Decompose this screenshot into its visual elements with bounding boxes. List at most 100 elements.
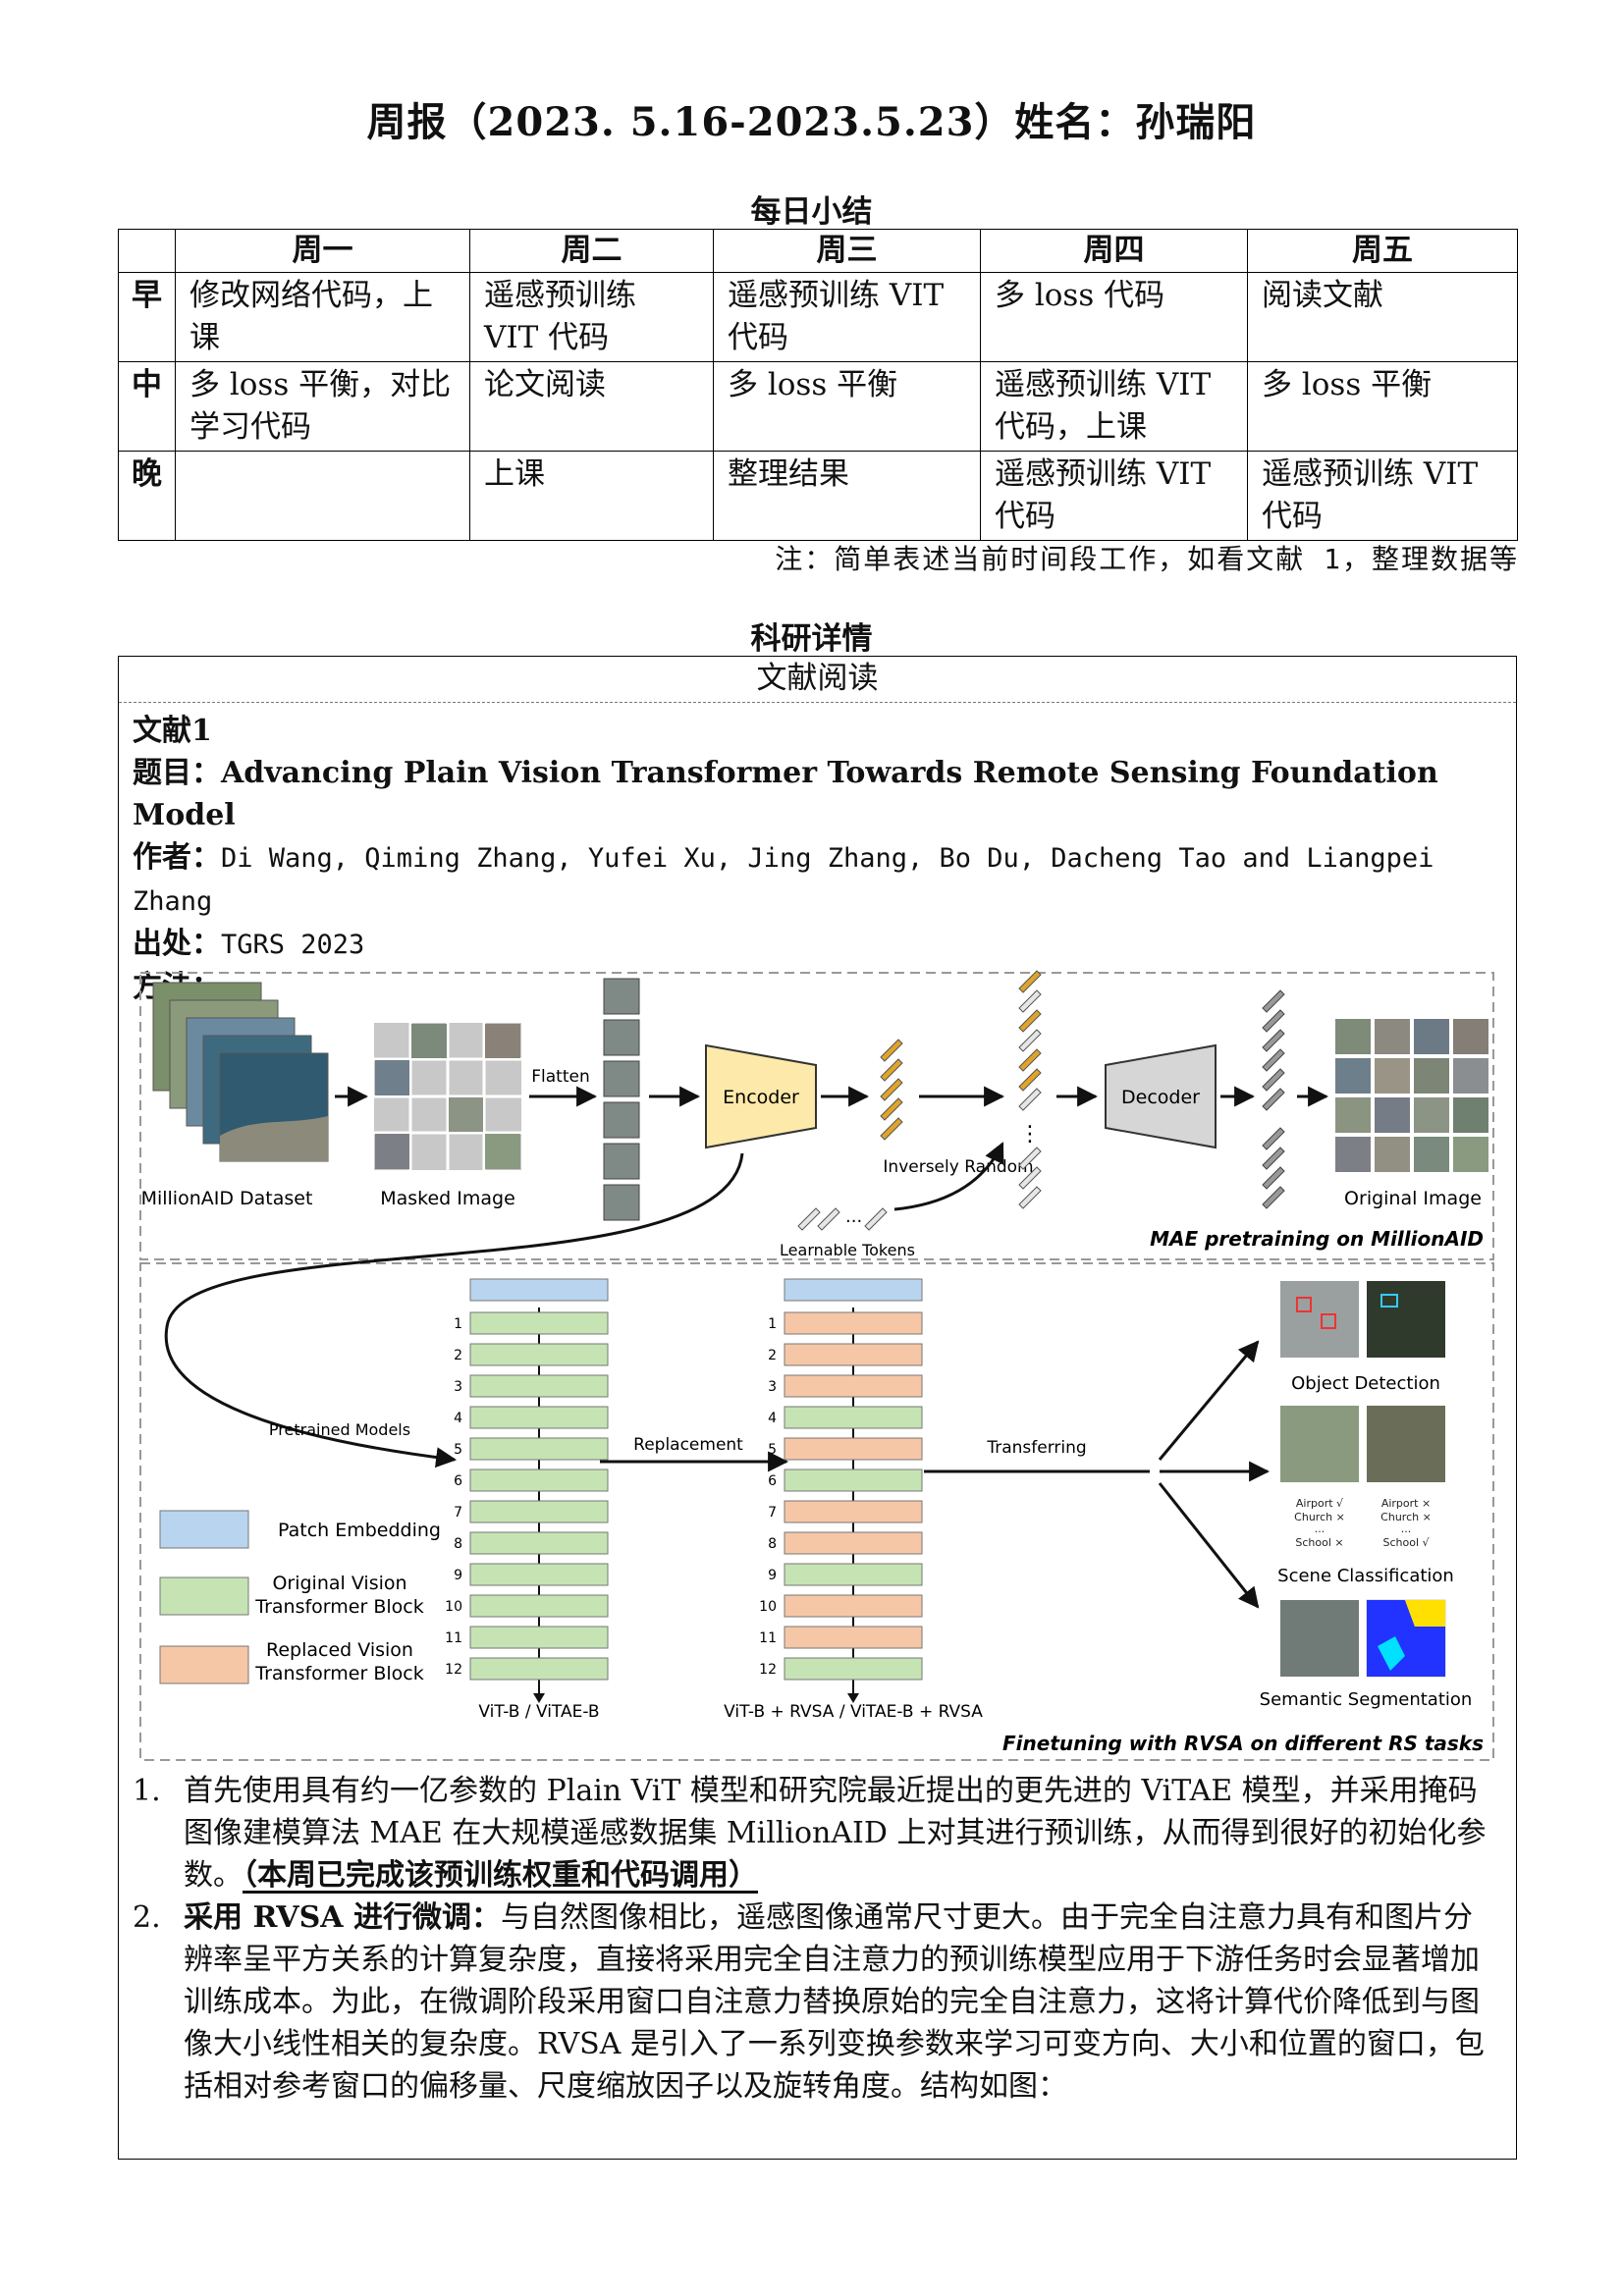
block-number: 2: [768, 1348, 777, 1363]
block-number: 12: [445, 1662, 462, 1678]
original-vit-block: [469, 1468, 609, 1492]
block-number: 6: [454, 1473, 462, 1489]
replaced-vit-block: [784, 1437, 923, 1461]
daily-summary-table: 周一 周二 周三 周四 周五 早 修改网络代码，上课 遥感预训练 VIT 代码 …: [118, 229, 1518, 541]
block-number: 5: [768, 1442, 777, 1458]
research-title: 科研详情: [750, 621, 873, 657]
table-cell: 修改网络代码，上课: [175, 272, 470, 362]
block-number: 1: [768, 1316, 777, 1332]
header-cell: 周二: [469, 229, 714, 273]
legend-replaced-label-2: Transformer Block: [254, 1663, 423, 1684]
paper-source: TGRS 2023: [221, 930, 365, 960]
header-cell: [118, 229, 176, 273]
original-vit-block: [469, 1626, 609, 1649]
block-number: 3: [454, 1379, 462, 1395]
scene-right-1: Airport ×: [1381, 1497, 1431, 1510]
block-number: 5: [454, 1442, 462, 1458]
table-row: 中 多 loss 平衡，对比学习代码 论文阅读 多 loss 平衡 遥感预训练 …: [118, 361, 1518, 452]
decoder-label: Decoder: [1121, 1087, 1200, 1108]
block-number: 6: [768, 1473, 777, 1489]
research-detail-box: 文献阅读 文献1 题目：Advancing Plain Vision Trans…: [118, 656, 1517, 2160]
table-cell: 阅读文献: [1247, 272, 1518, 362]
finetune-caption: Finetuning with RVSA on different RS tas…: [1002, 1732, 1484, 1755]
original-vit-block: [469, 1657, 609, 1681]
patch-embedding-block: [784, 1278, 923, 1302]
list-underline-note: （本周已完成该预训练权重和代码调用）: [243, 1858, 758, 1893]
table-cell: 多 loss 平衡: [713, 361, 981, 452]
block-number: 8: [768, 1536, 777, 1552]
millionaid-label: MillionAID Dataset: [141, 1188, 313, 1209]
legend-original-swatch: [159, 1576, 249, 1616]
paper-source-label: 出处：: [133, 927, 221, 961]
list-number: 1.: [133, 1774, 161, 1808]
legend-patch-swatch: [159, 1510, 249, 1549]
block-number: 10: [759, 1599, 777, 1615]
replacement-label: Replacement: [633, 1435, 743, 1455]
table-row: 早 修改网络代码，上课 遥感预训练 VIT 代码 遥感预训练 VIT 代码 多 …: [118, 272, 1518, 362]
original-vit-block: [469, 1406, 609, 1429]
semantic-segmentation-images: [1280, 1599, 1446, 1678]
replaced-vit-block: [784, 1594, 923, 1618]
scene-classification-images: [1280, 1406, 1445, 1482]
block-number: 11: [445, 1630, 462, 1646]
original-vit-block: [469, 1500, 609, 1523]
table-cell: 遥感预训练 VIT 代码: [469, 272, 714, 362]
paper-info: 文献1 题目：Advancing Plain Vision Transforme…: [133, 710, 1502, 1008]
scene-right-2: Church ×: [1380, 1511, 1432, 1523]
inversely-random-label: Inversely Random: [883, 1157, 1033, 1177]
legend-replaced-label-1: Replaced Vision: [266, 1639, 413, 1661]
scene-left-4: School ×: [1295, 1536, 1343, 1549]
decoded-tokens: [1262, 989, 1285, 1209]
page-title: 周报（2023. 5.16-2023.5.23）姓名：孙瑞阳: [366, 99, 1257, 145]
list-text: 与自然图像相比，遥感图像通常尺寸更大。由于完全自注意力具有和图片分辨率呈平方关系…: [184, 1900, 1485, 2104]
replaced-vit-block: [784, 1374, 923, 1398]
block-number: 9: [454, 1568, 462, 1583]
block-number: 8: [454, 1536, 462, 1552]
mae-caption: MAE pretraining on MillionAID: [1150, 1227, 1484, 1251]
original-vit-block: [469, 1374, 609, 1398]
learnable-tokens: [797, 1207, 888, 1231]
finetune-panel: [139, 1262, 1494, 1761]
header-cell: 周五: [1247, 229, 1518, 273]
method-diagram: MillionAID Dataset Masked Image Flatten: [139, 970, 1494, 1761]
table-cell: 多 loss 平衡: [1247, 361, 1518, 452]
table-cell: 上课: [469, 451, 714, 541]
time-slot: 晚: [118, 451, 176, 541]
object-detection-images: [1280, 1281, 1445, 1358]
legend-original-label-1: Original Vision: [272, 1573, 406, 1594]
transferring-label: Transferring: [986, 1438, 1086, 1458]
table-cell: 遥感预训练 VIT 代码: [1247, 451, 1518, 541]
literature-reading-header: 文献阅读: [119, 657, 1516, 703]
stack-right-label: ViT-B + RVSA / ViTAE-B + RVSA: [724, 1702, 983, 1722]
millionaid-dataset-image: [152, 982, 329, 1162]
list-item: 2. 采用 RVSA 进行微调：与自然图像相比，遥感图像通常尺寸更大。由于完全自…: [133, 1896, 1492, 2108]
pretrained-models-label: Pretrained Models: [269, 1420, 410, 1439]
method-list: 1. 首先使用具有约一亿参数的 Plain ViT 模型和研究院最近提出的更先进…: [133, 1770, 1492, 2108]
svg-text:⋮: ⋮: [1019, 1122, 1041, 1147]
daily-summary-title: 每日小结: [750, 194, 873, 230]
original-vit-block: [784, 1468, 923, 1492]
block-number: 11: [759, 1630, 777, 1646]
header-cell: 周三: [713, 229, 981, 273]
encoded-tokens: [880, 1039, 903, 1141]
header-cell: 周一: [175, 229, 470, 273]
original-vit-block: [469, 1437, 609, 1461]
original-vit-block: [469, 1343, 609, 1366]
table-cell: 论文阅读: [469, 361, 714, 452]
paper-title: Advancing Plain Vision Transformer Towar…: [133, 756, 1438, 832]
table-cell: [175, 451, 470, 541]
paper-authors: Di Wang, Qiming Zhang, Yufei Xu, Jing Zh…: [133, 843, 1434, 917]
original-image-grid: [1333, 1017, 1490, 1174]
replaced-vit-block: [784, 1343, 923, 1366]
legend-patch-label: Patch Embedding: [278, 1520, 441, 1541]
decoder-block: [1105, 1043, 1217, 1149]
original-vit-block: [469, 1311, 609, 1335]
scene-left-3: ...: [1315, 1522, 1325, 1535]
block-number: 2: [454, 1348, 462, 1363]
encoder-block: [705, 1043, 817, 1149]
legend-replaced-swatch: [159, 1645, 249, 1684]
table-cell: 遥感预训练 VIT 代码，上课: [980, 361, 1248, 452]
flatten-label: Flatten: [531, 1067, 589, 1087]
time-slot: 早: [118, 272, 176, 362]
